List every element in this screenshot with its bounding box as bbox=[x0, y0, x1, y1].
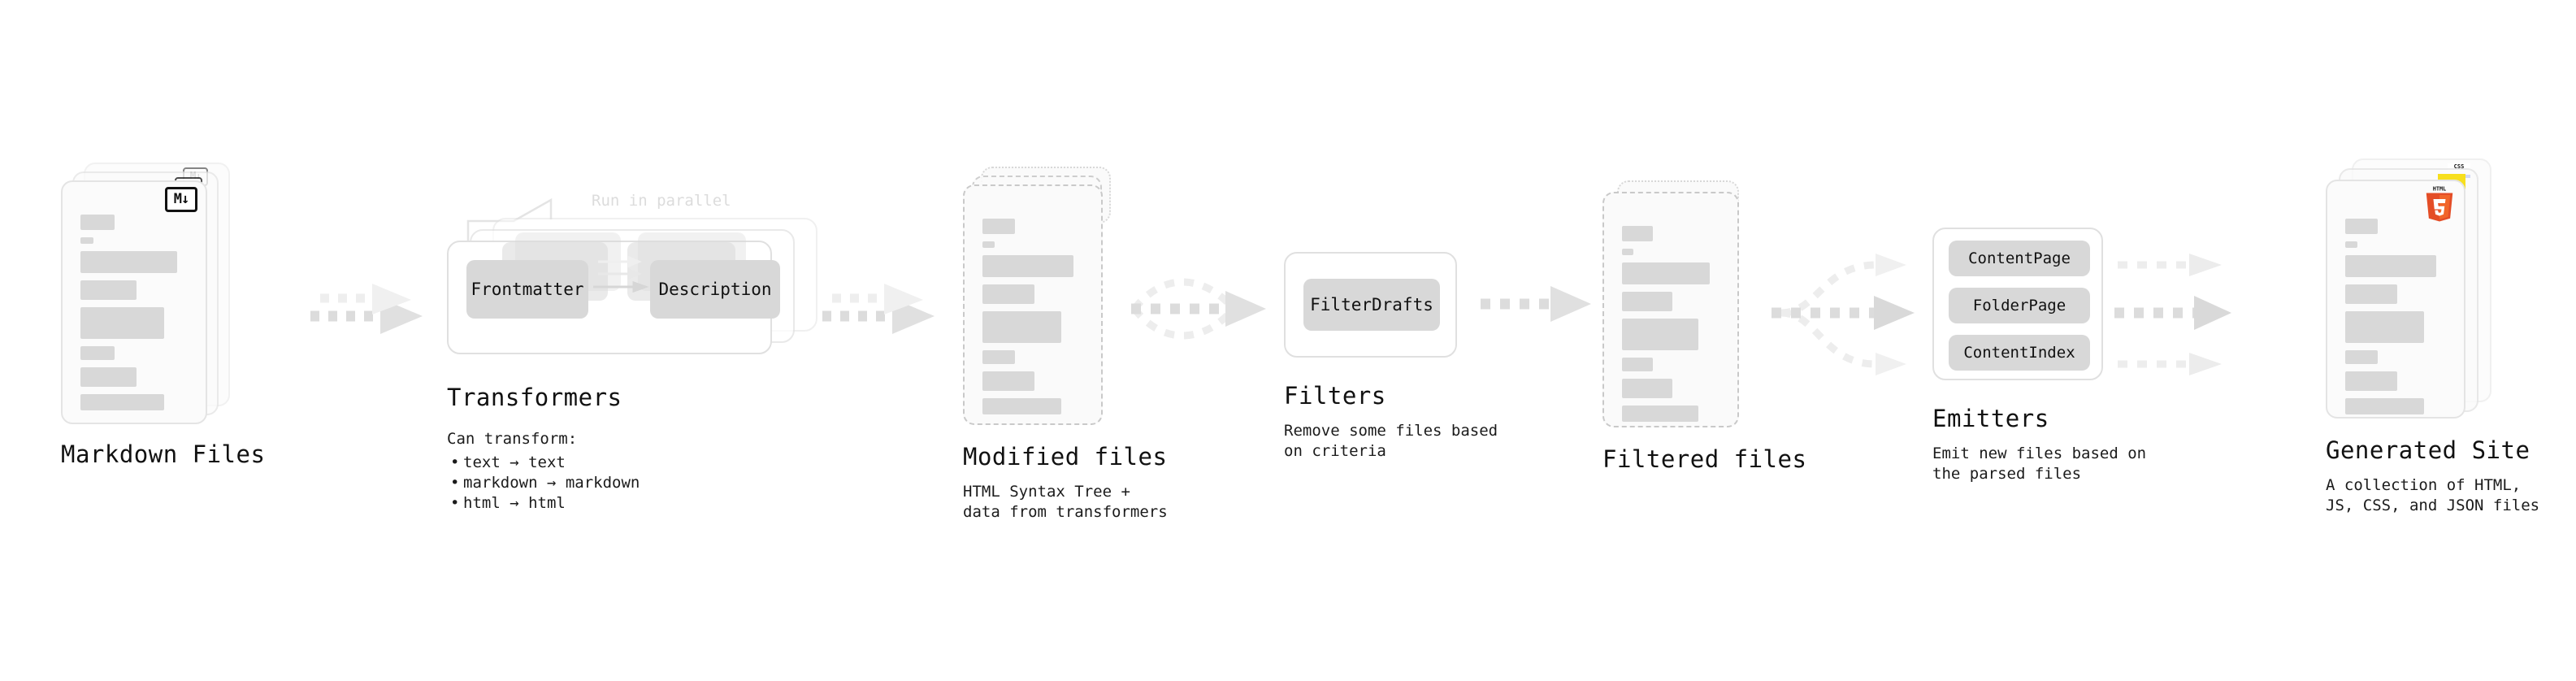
capability-item: text → text bbox=[450, 453, 640, 473]
chip-frontmatter[interactable]: Frontmatter bbox=[466, 260, 588, 319]
skeleton-bars bbox=[2345, 219, 2446, 422]
markdown-icon: M↓ bbox=[165, 187, 197, 212]
markdown-file-stack: M↓ M↓ M↓ bbox=[61, 163, 232, 431]
chip-contentindex[interactable]: ContentIndex bbox=[1949, 335, 2090, 371]
stage-title-filters: Filters bbox=[1284, 382, 1386, 410]
file-sheet-front bbox=[963, 184, 1103, 425]
html5-icon: HTML bbox=[2426, 185, 2453, 222]
parallel-bracket bbox=[466, 197, 553, 249]
transformers-capabilities: Can transform: text → text markdown → ma… bbox=[447, 429, 640, 514]
skeleton-bars bbox=[80, 215, 188, 418]
arrow-filters-to-filtered bbox=[1481, 286, 1591, 322]
stage-title-markdown-files: Markdown Files bbox=[61, 440, 266, 468]
run-in-parallel-note: Run in parallel bbox=[592, 192, 731, 210]
svg-text:HTML: HTML bbox=[2433, 185, 2447, 192]
arrow-transformers-to-modified bbox=[822, 284, 935, 334]
stage-title-filtered-files: Filtered files bbox=[1602, 445, 1807, 473]
capabilities-lead: Can transform: bbox=[447, 430, 578, 448]
stage-title-transformers: Transformers bbox=[447, 384, 622, 411]
stage-subtitle-generated-site: A collection of HTML, JS, CSS, and JSON … bbox=[2326, 476, 2540, 514]
stage-modified-files: Modified files HTML Syntax Tree + data f… bbox=[963, 167, 1168, 521]
generated-site-stack: CSS HTML bbox=[2326, 158, 2513, 435]
chip-folderpage[interactable]: FolderPage bbox=[1949, 288, 2090, 323]
arrow-emitters-to-site bbox=[2114, 254, 2231, 375]
chip-contentpage[interactable]: ContentPage bbox=[1949, 241, 2090, 276]
stage-title-generated-site: Generated Site bbox=[2326, 436, 2530, 464]
chip-description[interactable]: Description bbox=[650, 260, 780, 319]
modified-file-stack bbox=[963, 167, 1134, 435]
stage-generated-site: CSS HTML bbox=[2326, 158, 2539, 514]
skeleton-bars bbox=[982, 219, 1083, 422]
arrow-markdown-to-transformers bbox=[310, 284, 423, 334]
file-sheet-front bbox=[61, 180, 207, 424]
capability-item: markdown → markdown bbox=[450, 473, 640, 493]
skeleton-bars bbox=[1622, 226, 1720, 429]
filters-panel: FilterDrafts bbox=[1284, 252, 1457, 358]
stage-subtitle-emitters: Emit new files based on the parsed files bbox=[1932, 445, 2147, 483]
stage-title-emitters: Emitters bbox=[1932, 405, 2049, 432]
chip-filterdrafts[interactable]: FilterDrafts bbox=[1303, 279, 1440, 331]
arrow-filtered-to-emitters bbox=[1772, 254, 1915, 375]
capability-item: html → html bbox=[450, 493, 640, 514]
file-sheet-front bbox=[1602, 192, 1739, 427]
stage-subtitle-filters: Remove some files based on criteria bbox=[1284, 422, 1498, 460]
stage-markdown-files: M↓ M↓ M↓ Markdown Files bbox=[61, 163, 265, 468]
stage-filtered-files: Filtered files bbox=[1602, 180, 1806, 473]
transformer-inner-arrows bbox=[593, 255, 649, 293]
arrow-modified-to-filters bbox=[1131, 278, 1266, 340]
emitters-panel: ContentPage FolderPage ContentIndex bbox=[1932, 228, 2103, 380]
filtered-file-stack bbox=[1602, 180, 1773, 440]
stage-title-modified-files: Modified files bbox=[963, 443, 1168, 471]
stage-subtitle-modified-files: HTML Syntax Tree + data from transformer… bbox=[963, 483, 1168, 521]
